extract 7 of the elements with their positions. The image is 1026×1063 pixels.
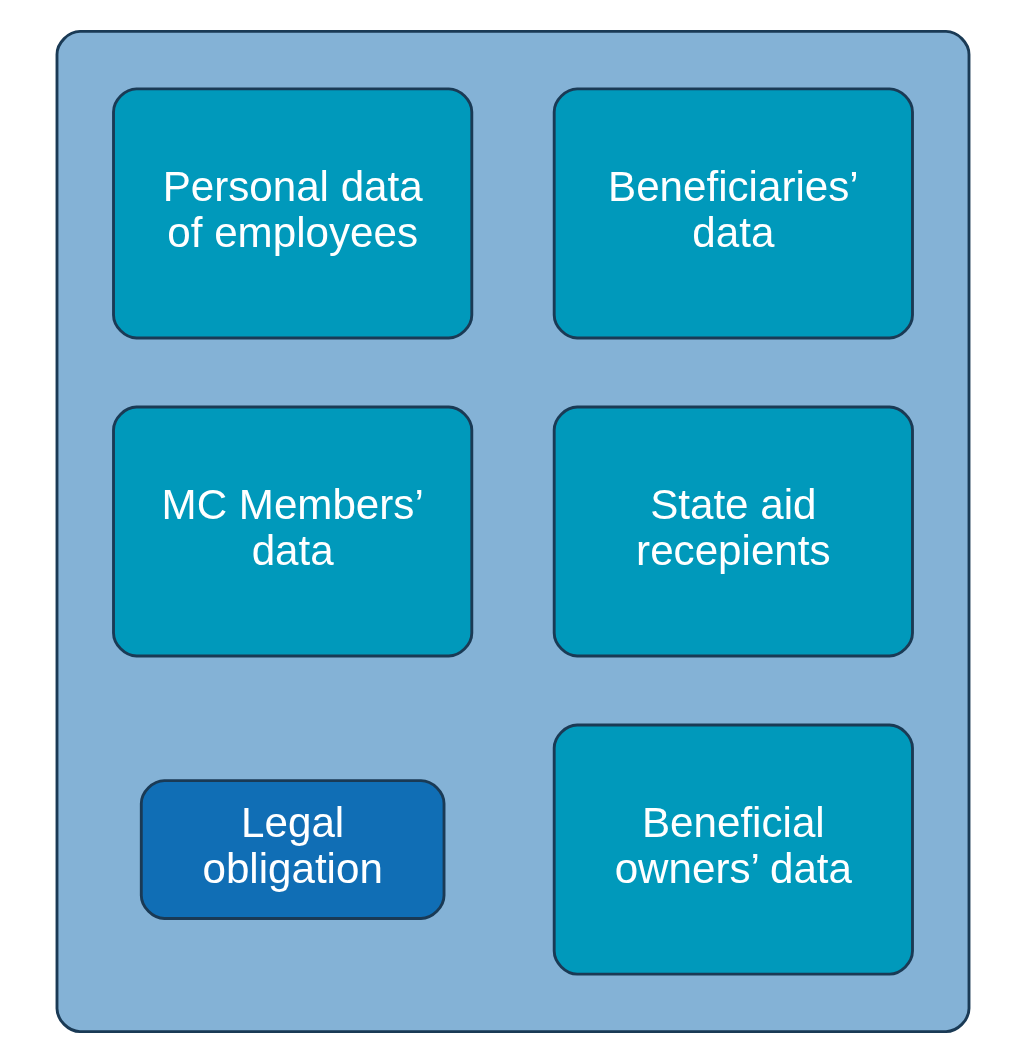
node-box: Beneficial owners’ data — [552, 723, 914, 976]
node-box: MC Members’ data — [112, 405, 474, 658]
node-box: Legal obligation — [139, 779, 446, 920]
node-box: Beneficiaries’ data — [552, 87, 914, 340]
node-box: State aid recepients — [552, 405, 914, 658]
node-box: Personal data of employees — [112, 87, 474, 340]
cluster — [55, 30, 971, 1033]
